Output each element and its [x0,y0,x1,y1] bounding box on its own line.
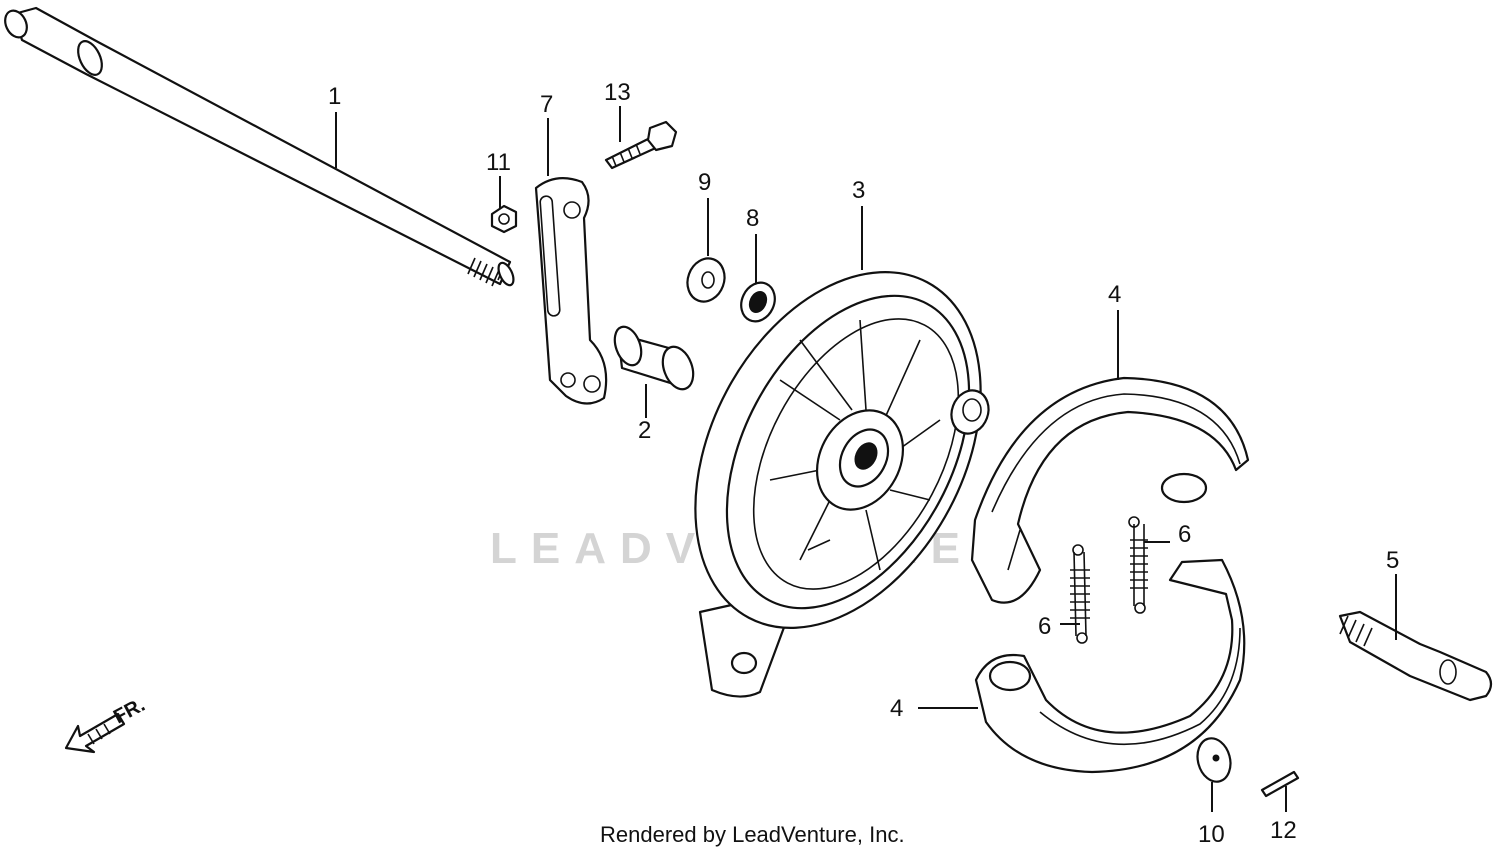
spring-left-part [1070,544,1090,644]
callout-10: 10 [1198,821,1225,848]
callout-9: 9 [698,169,711,196]
spring-right-part [1128,516,1148,614]
dust-seal-part [740,281,776,323]
callout-4-lower: 4 [890,695,903,722]
callout-5: 5 [1386,547,1399,574]
leader-lines [335,106,1397,812]
axle-part [4,6,515,287]
nut-part [490,204,518,234]
brake-panel-part [694,271,990,698]
front-direction-marker: FR. [64,694,149,754]
callout-6-left: 6 [1038,613,1051,640]
footer-credit: Rendered by LeadVenture, Inc. [600,822,905,847]
brake-shoe-lower-part [974,558,1246,774]
callout-12: 12 [1270,817,1297,844]
stopper-arm-part [534,177,608,405]
collar-part [613,325,695,391]
cotter-pin-part [1260,770,1300,798]
callout-11: 11 [486,149,511,176]
washer-10-part [1196,737,1232,783]
callout-6-right: 6 [1178,521,1191,548]
brake-cam-part [1338,610,1493,702]
callout-13: 13 [604,79,631,106]
callout-1: 1 [328,83,341,110]
callout-8: 8 [746,205,759,232]
callout-3: 3 [852,177,865,204]
bolt-part [604,120,678,170]
brake-shoe-upper-part [970,376,1250,604]
washer-9-part [686,257,726,303]
callout-2: 2 [638,417,651,444]
callout-7: 7 [540,91,553,118]
callout-labels: 1 2 3 4 4 5 6 6 7 8 9 10 11 12 13 [328,79,1399,848]
callout-4-upper: 4 [1108,281,1121,308]
